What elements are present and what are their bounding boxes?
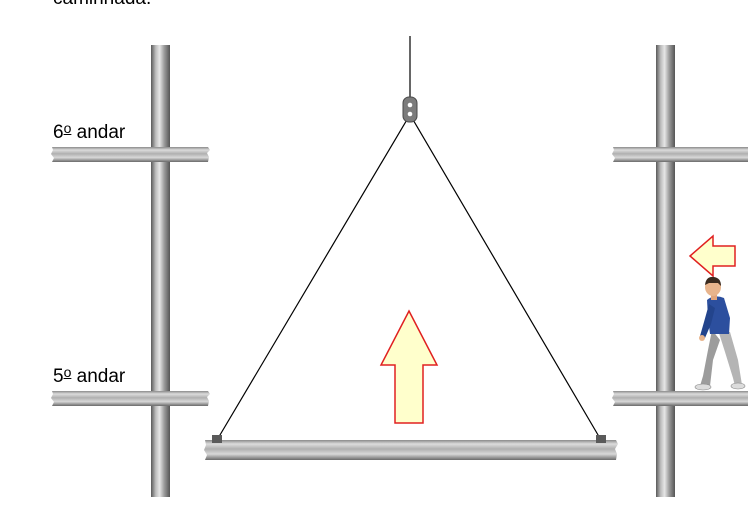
arrow-left-icon — [688, 234, 736, 278]
arrow-up-icon — [379, 309, 439, 424]
left-beam-upper — [51, 147, 210, 162]
walking-person-icon — [694, 276, 746, 391]
left-beam-lower — [51, 391, 210, 406]
platform-clamp-right — [596, 435, 606, 443]
left-column — [151, 45, 170, 497]
platform-clamp-left — [212, 435, 222, 443]
rope-left — [216, 117, 409, 441]
hanging-platform — [204, 440, 618, 460]
right-beam-lower — [612, 391, 748, 406]
right-beam-upper — [612, 147, 748, 162]
rope-right — [411, 117, 602, 441]
floor-label-lower: 5o andar — [53, 365, 125, 386]
floor-ordinal-lower: o — [63, 364, 72, 380]
floor-label-upper: 6o andar — [53, 121, 125, 142]
floor-ordinal-upper: o — [63, 120, 72, 136]
pulley-hook-icon — [402, 96, 418, 123]
floor-word-upper: andar — [76, 122, 126, 143]
cropped-caption: caminhada. — [53, 0, 151, 10]
right-column — [656, 45, 675, 497]
floor-number-lower: 5 — [53, 366, 64, 387]
floor-word-lower: andar — [76, 366, 126, 387]
floor-number-upper: 6 — [53, 122, 64, 143]
